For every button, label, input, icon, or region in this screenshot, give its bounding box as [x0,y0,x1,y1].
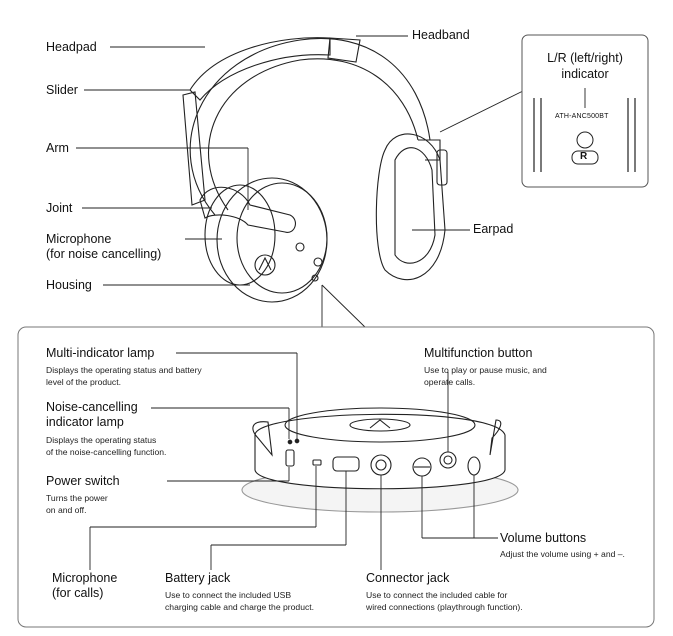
desc-multifunction: Use to play or pause music, and operate … [424,365,547,387]
detail-logo [349,418,411,432]
headpad-shape [189,37,331,101]
label-slider: Slider [46,83,78,97]
detail-housing-body [254,413,506,490]
right-connector [436,149,448,186]
label-headband: Headband [412,28,470,42]
lr-badge-box [571,150,599,165]
headband-top-block [327,37,361,63]
right-earcup [375,133,446,281]
left-earpad [204,184,276,286]
detail-nc-lamp [287,439,293,445]
label-joint: Joint [46,201,73,215]
label-multifunction: Multifunction button [424,346,533,360]
label-connector-jack: Connector jack [366,571,450,585]
detail-housing-top [284,407,476,443]
label-microphone-nc: Microphone (for noise cancelling) [46,232,162,261]
detail-mic-slot [312,459,322,466]
slider-shape [182,91,206,206]
desc-battery-jack: Use to connect the included USB charging… [165,590,315,612]
left-housing-rim [236,182,328,294]
label-mic-calls: Microphone (for calls) [52,571,118,600]
lr-indicator-title: L/R (left/right) indicator [547,51,623,81]
detail-multi-lamp [294,438,300,444]
housing-button-1 [295,242,305,252]
desc-multi-indicator: Displays the operating status and batter… [46,365,202,387]
desc-nc-indicator: Displays the operating status of the noi… [46,435,167,457]
label-power-switch: Power switch [46,474,120,488]
detail-power-switch [285,449,295,467]
lr-inset-box [521,34,649,188]
lr-badge-text: R [580,151,588,162]
label-arm: Arm [46,141,69,155]
housing-button-2 [313,257,323,267]
housing-button-3 [311,274,319,282]
desc-volume: Adjust the volume using + and –. [500,549,625,559]
detail-left-ear [252,421,273,457]
label-headpad: Headpad [46,40,97,54]
headband-inner [207,58,419,211]
label-nc-indicator: Noise-cancelling indicator lamp [46,400,138,429]
label-volume: Volume buttons [500,531,587,545]
left-housing [216,177,328,303]
label-housing: Housing [46,278,92,292]
label-earpad: Earpad [473,222,514,236]
lr-model-text: ATH-ANC500BT [555,113,609,120]
desc-power-switch: Turns the power on and off. [46,493,108,515]
left-arm [199,186,296,233]
right-arm [418,139,441,161]
right-earpad-inner [394,147,436,264]
lr-indicator-circle [576,131,594,149]
label-battery-jack: Battery jack [165,571,231,585]
label-multi-indicator: Multi-indicator lamp [46,346,155,360]
detail-right-ear [489,419,502,456]
desc-connector-jack: Use to connect the included cable for wi… [366,590,523,612]
housing-logo [254,254,276,276]
headband-outline [189,38,431,216]
